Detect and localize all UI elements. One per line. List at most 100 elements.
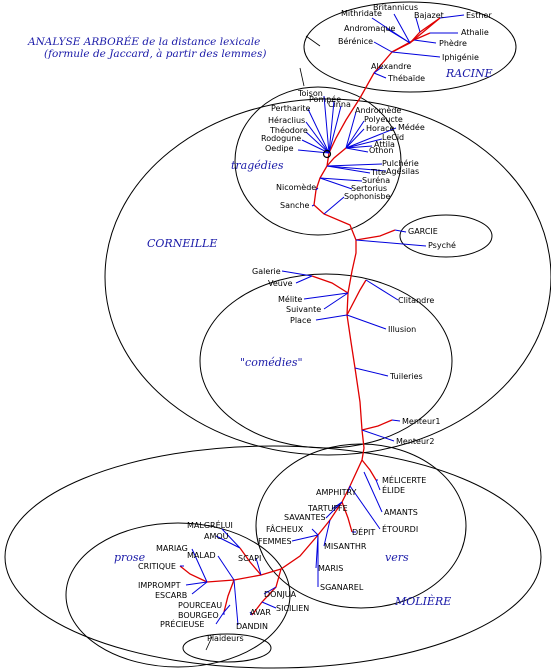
leaf-bourgeo: BOURGEO [178, 611, 219, 620]
leaf-agesilas: Agésilas [386, 166, 419, 176]
leaf-escarb: ESCARB [155, 591, 187, 600]
leaf-bajazet: Bajazet [414, 11, 444, 20]
label-corneille: CORNEILLE [147, 237, 217, 250]
leaf-phedre: Phèdre [439, 38, 467, 48]
leaf-scapi: SCAPI [238, 554, 261, 563]
leaf-sanche: Sanche [280, 201, 310, 210]
leaf-mithridate: Mithridate [341, 9, 382, 18]
leaf-precieuse: PRÉCIEUSE [160, 618, 204, 629]
leaf-theodore: Théodore [269, 125, 308, 135]
leaf-lecid: LeCid [382, 133, 404, 142]
label-prose: prose [114, 551, 146, 564]
leaf-misanthr: MISANTHR [324, 542, 367, 551]
leaf-polyeucte: Polyeucte [364, 115, 403, 124]
leaf-surena: Suréna [362, 175, 390, 185]
leaf-malad: MALAD [187, 551, 216, 560]
corneille-comedies-leaves: Galerie Veuve Clitandre Mélite Suivante … [252, 267, 434, 381]
leaf-clitandre: Clitandre [398, 296, 434, 305]
leaf-suivante: Suivante [286, 305, 321, 314]
leaf-horace: Horace [366, 124, 395, 133]
leaf-sicilien: SICILIEN [276, 604, 309, 613]
leaf-amants: AMANTS [384, 508, 418, 517]
leaf-facheux: FÂCHEUX [266, 523, 304, 534]
leaf-menteur1: Menteur1 [402, 417, 440, 426]
pointer-strokes [205, 35, 321, 651]
label-moliere: MOLIÈRE [394, 594, 451, 608]
leaf-pourceau: POURCEAU [178, 601, 222, 610]
menteur-leaves: Menteur1 Menteur2 [396, 417, 440, 446]
leaf-malgrelui: MALGRÉLUI [187, 519, 233, 530]
leaf-alexandre: Alexandre [371, 62, 411, 71]
leaf-oedipe: Oedipe [265, 144, 294, 153]
plaideurs-ellipse [182, 633, 272, 663]
racine-leaves: Britannicus Mithridate Bajazet Esther An… [338, 3, 492, 83]
leaf-britannicus: Britannicus [373, 3, 418, 12]
leaf-maris: MARIS [318, 564, 343, 573]
leaf-pompee: Pompée [309, 94, 341, 104]
leaf-pertharite: Pertharite [271, 104, 311, 113]
leaf-elide: ÉLIDE [382, 484, 405, 495]
leaf-rodogune: Rodogune [261, 134, 301, 143]
garcie-ellipse [399, 214, 493, 258]
leaf-place: Place [290, 316, 311, 325]
leaf-impromp: IMPROMPT [138, 581, 181, 590]
leaf-othon: Othon [369, 146, 393, 155]
leaf-dandin: DANDIN [236, 622, 268, 631]
leaf-femmes: FEMMES [258, 537, 292, 546]
leaf-donjua: DONJUA [264, 590, 297, 599]
leaf-pulcherie: Pulchérie [382, 158, 419, 168]
leaf-heraclius: Héraclius [268, 115, 305, 125]
leaf-esther: Esther [466, 11, 492, 20]
corneille-ellipse [104, 98, 551, 456]
label-racine: RACINE [445, 67, 493, 80]
root-marker [322, 149, 332, 159]
prose-ellipse [65, 522, 291, 668]
leaf-galerie: Galerie [252, 267, 281, 276]
leaf-sophonisbe: Sophonisbe [344, 192, 391, 201]
title-line-2: (formule de Jaccard, à partir des lemmes… [44, 48, 267, 60]
leaf-etourdi: ÉTOURDI [382, 523, 418, 534]
corneille-tragedies-leaves: Toison Pompée Cinna Pertharite Andromède… [261, 89, 425, 210]
leaf-amou: AMOU [204, 532, 229, 541]
leaf-avar: AVAR [250, 608, 271, 617]
leaf-sganarel: SGANAREL [320, 583, 364, 592]
cluster-ellipses [4, 1, 551, 669]
leaf-tartuffe: TARTUFFE [307, 504, 348, 513]
title-line-1: ANALYSE ARBORÉE de la distance lexicale [27, 34, 260, 48]
label-comedies: "comédies" [240, 356, 303, 369]
leaf-melicerte: MÉLICERTE [382, 474, 426, 485]
racine-ellipse [303, 1, 517, 93]
label-vers: vers [385, 551, 409, 564]
leaf-tuileries: Tuileries [389, 372, 423, 381]
tree-trunk [179, 17, 441, 616]
leaf-critique: CRITIQUE [138, 562, 176, 571]
label-tragedies: tragédies [231, 159, 284, 172]
leaf-psyche: Psyché [428, 240, 456, 250]
leaf-melite: Mélite [278, 294, 302, 304]
leaf-berenice: Bérénice [338, 36, 373, 46]
leaf-savantes: SAVANTES [284, 513, 326, 522]
leaf-menteur2: Menteur2 [396, 437, 434, 446]
leaf-attila: Attila [374, 140, 395, 149]
moliere-ellipse [4, 445, 542, 669]
leaf-nicomede: Nicomède [276, 182, 316, 192]
garcie-leaves: GARCIE Psyché [408, 227, 456, 250]
leaf-amphitry: AMPHITRY [316, 488, 357, 497]
leaf-andromede: Andromède [355, 105, 401, 115]
leaf-iphigenie: Iphigénie [442, 52, 479, 62]
leaf-mariag: MARIAG [156, 544, 188, 553]
tragedies-ellipse [234, 86, 402, 236]
moliere-vers-leaves: MÉLICERTE AMPHITRY ÉLIDE TARTUFFE SAVANT… [258, 474, 426, 592]
leaf-medee: Médée [398, 122, 425, 132]
leaf-plaideurs: Plaideurs [207, 634, 244, 643]
leaf-depit: DÉPIT [352, 526, 375, 537]
leaf-veuve: Veuve [268, 279, 293, 288]
leaf-illusion: Illusion [388, 325, 416, 334]
leaf-garcie: GARCIE [408, 227, 438, 236]
leaf-andromaque: Andromaque [344, 24, 395, 33]
tree-twigs [180, 13, 465, 626]
moliere-prose-leaves: MALGRÉLUI AMOU MARIAG MALAD SCAPI CRITIQ… [138, 519, 309, 643]
leaf-athalie: Athalie [461, 28, 489, 37]
leaf-tite: Tite [370, 168, 386, 177]
